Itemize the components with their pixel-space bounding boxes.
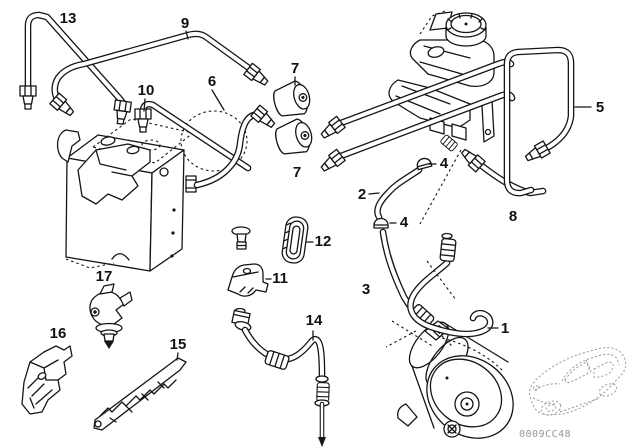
callout-1: 1 [501,320,509,337]
callout-12: 12 [315,233,332,250]
callout-2: 2 [358,186,366,203]
clamp-4-lower [373,217,389,229]
hose-1 [410,232,490,334]
rail-15 [93,357,187,431]
callout-8: 8 [509,208,517,225]
callout-10: 10 [138,82,155,99]
union-7-upper [269,77,315,122]
callout-13: 13 [60,10,77,27]
callout-16: 16 [50,325,67,342]
callout-7-lower: 7 [293,164,301,181]
callout-4-lower: 4 [400,214,409,231]
pipe-13 [19,15,132,126]
callout-leader-lines [143,30,592,361]
callout-5: 5 [596,99,604,116]
callout-7-upper: 7 [291,60,299,77]
bracket-11 [227,263,269,297]
callout-3: 3 [362,281,370,298]
hose-14 [231,307,330,447]
dashed-mount-zone [180,110,248,172]
pipe-5 [507,50,571,193]
clip-17 [89,283,133,349]
pipe-6 [185,104,279,193]
grommet-12 [281,216,309,264]
callout-11: 11 [272,270,288,287]
abs-hydraulic-unit [56,110,248,272]
clamp-4-upper [415,156,433,171]
callout-14: 14 [306,312,323,329]
callout-labels: 13 9 7 7 5 6 10 2 4 4 8 12 11 17 16 15 1… [50,10,605,353]
watermark-code: 0009CC48 [519,429,571,440]
rivet-pin [231,226,251,250]
callout-9: 9 [181,15,189,32]
callout-6: 6 [208,73,216,90]
callout-17: 17 [96,268,113,285]
brake-booster-pump [397,320,514,439]
assembly-leader-lines [385,149,462,348]
union-7-lower [271,115,317,160]
car-thumbnail [528,347,627,416]
callout-15: 15 [170,336,187,353]
hose-2 [377,170,419,217]
bracket-16 [21,345,73,415]
callout-4-upper: 4 [440,155,449,172]
